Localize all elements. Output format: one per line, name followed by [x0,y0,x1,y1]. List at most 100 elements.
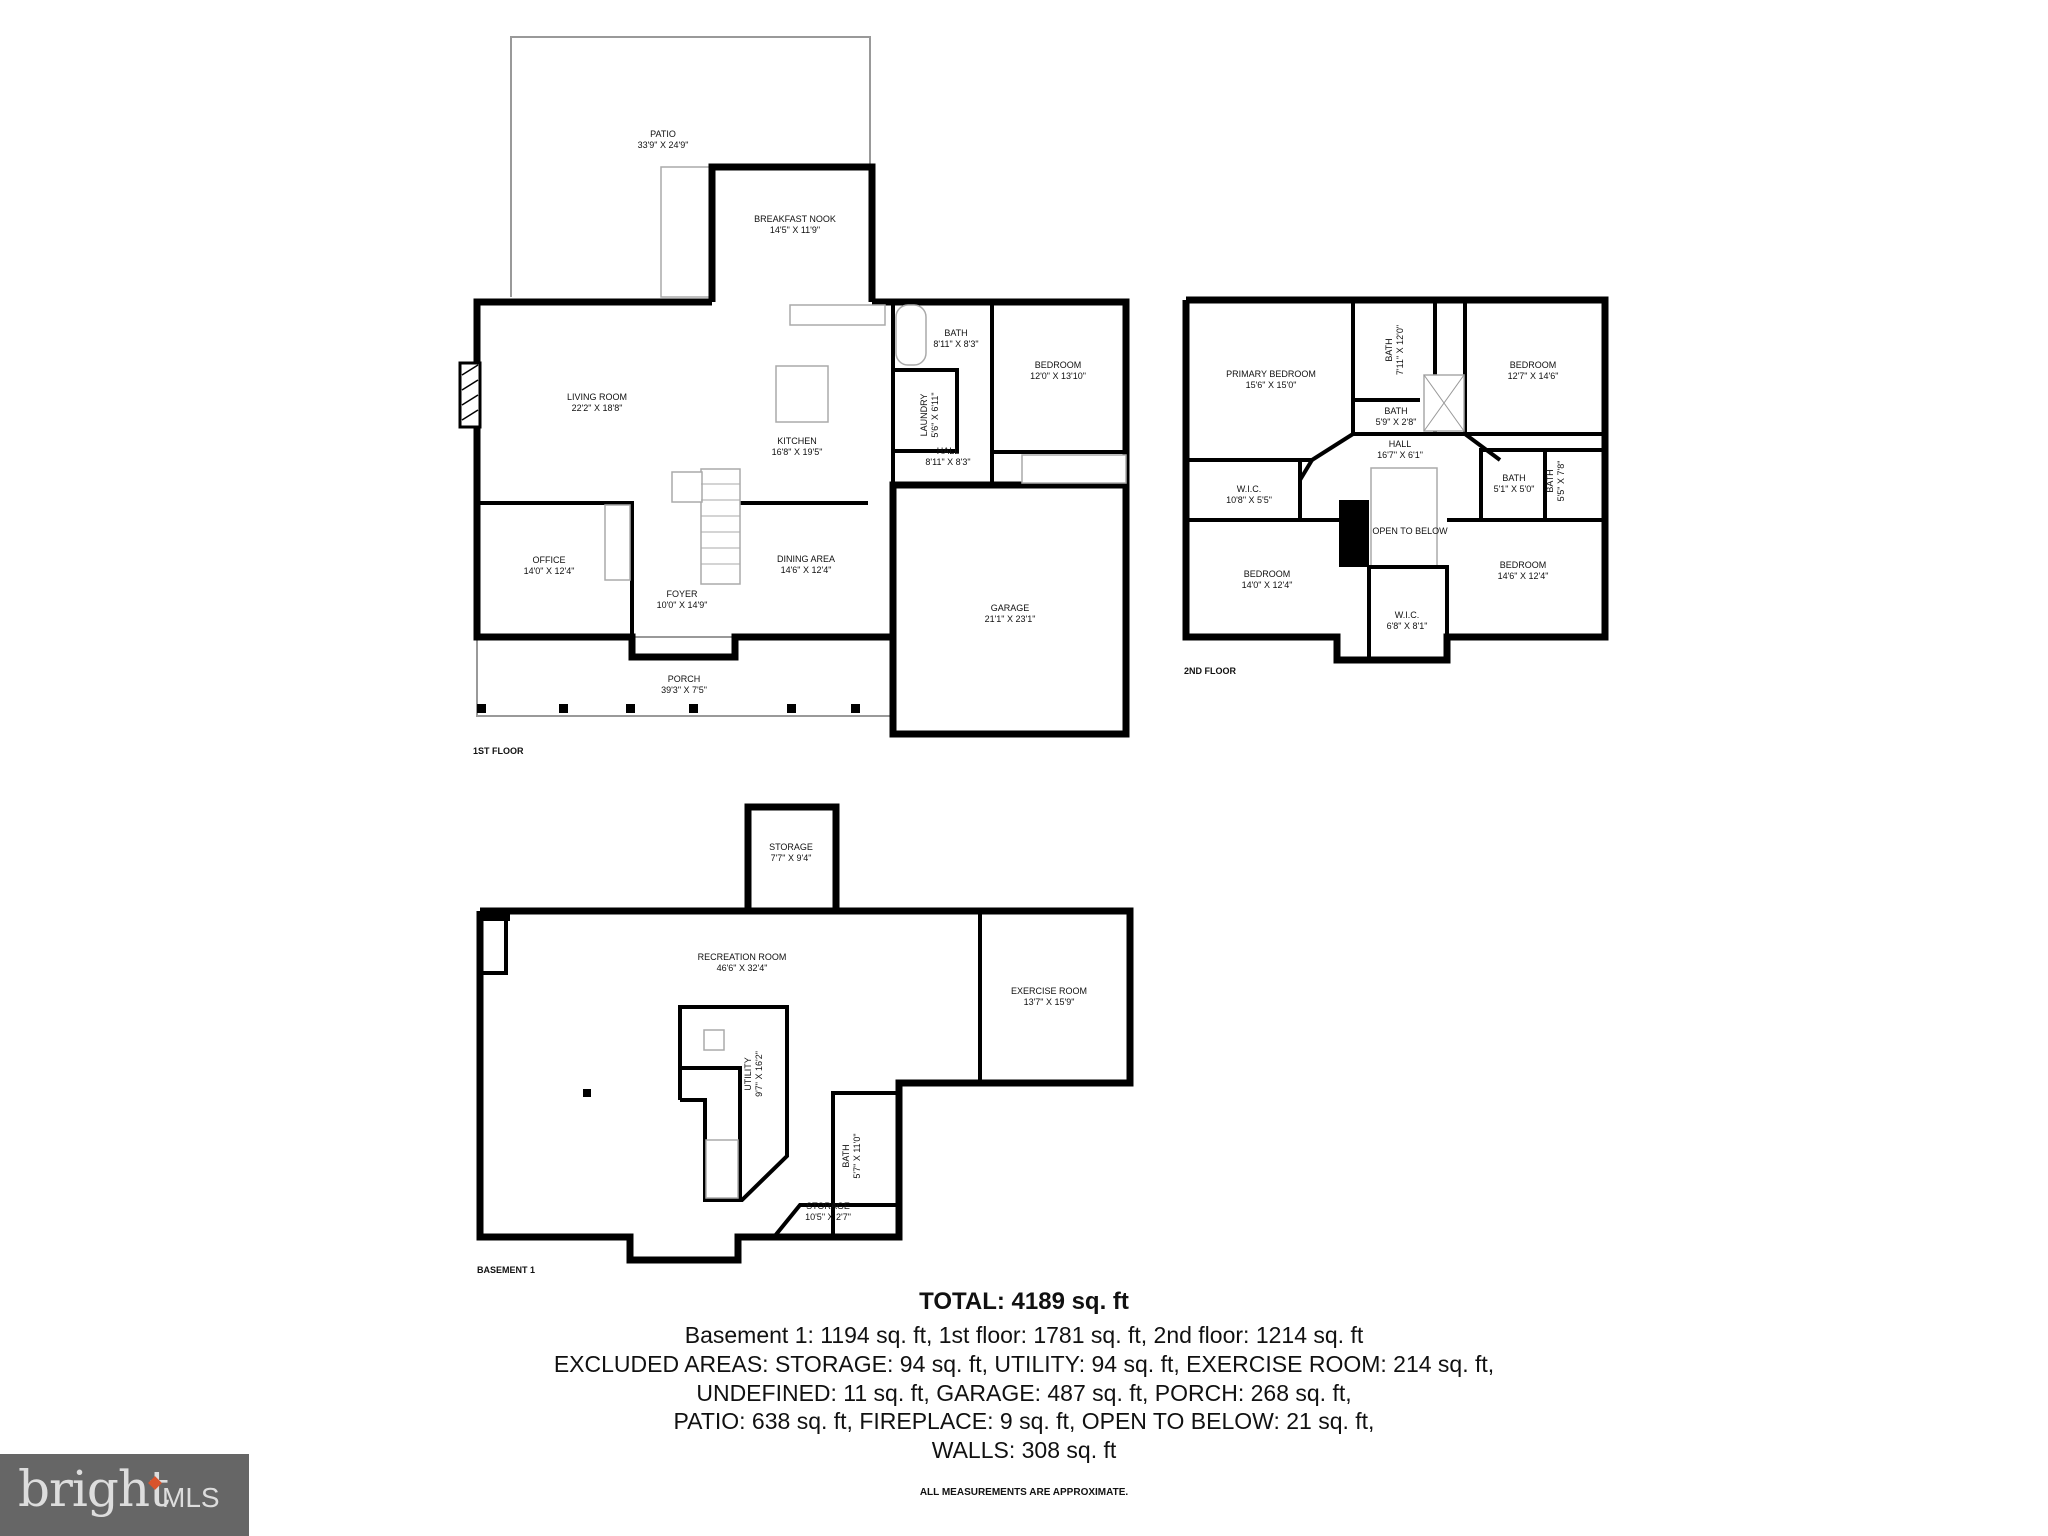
logo-text: bright [18,1460,169,1518]
basement-label: BASEMENT 1 [477,1265,535,1275]
basement-plan [476,803,1134,1264]
bathtub [895,304,927,366]
utility-equipment [703,1029,725,1051]
wic-wall [1369,565,1449,637]
room-dimensions: 5'6" X 6'11" [930,392,940,437]
room-name: BATH [841,1144,851,1167]
room-dimensions: 14'0" X 12'4" [524,566,575,576]
room-dimensions: 7'7" X 9'4" [771,853,812,863]
first-floor-exterior-wall [473,298,893,661]
column [583,1089,591,1097]
room-dimensions: 14'5" X 11'9" [770,225,820,235]
room-name: HALL [1389,439,1412,449]
room-name: LAUNDRY [919,394,929,437]
hall-wall-top [1353,432,1502,462]
fireplace [458,361,482,429]
second-floor-exterior-wall [1182,296,1609,664]
room-dimensions: 21'1" X 23'1" [985,614,1036,624]
room-dimensions: 46'6" X 32'4" [717,963,768,973]
summary-line: WALLS: 308 sq. ft [931,1437,1117,1463]
room-name: GARAGE [991,603,1030,613]
hall-wall [1298,458,1314,482]
summary-line: EXCLUDED AREAS: STORAGE: 94 sq. ft, UTIL… [553,1351,1495,1377]
room-dimensions: 13'7" X 15'9" [1024,997,1075,1007]
room-dimensions: 8'11" X 8'3" [933,339,978,349]
room-dimensions: 22'2" X 18'8" [572,403,623,413]
room-dimensions: 15'6" X 15'0" [1246,380,1297,390]
room-label: W.I.C.10'8" X 5'5" [1226,484,1272,505]
bath-walls [831,1091,899,1237]
second-floor-label: 2ND FLOOR [1184,666,1237,676]
open-to-below-block [1339,500,1369,567]
summary-line: UNDEFINED: 11 sq. ft, GARAGE: 487 sq. ft… [696,1380,1352,1406]
summary-line: PATIO: 638 sq. ft, FIREPLACE: 9 sq. ft, … [673,1408,1375,1434]
room-name: RECREATION ROOM [698,952,787,962]
kitchen-island [775,365,829,423]
stairs-second-floor [1370,467,1438,568]
room-dimensions: 8'11" X 8'3" [925,457,970,467]
room-name: W.I.C. [1237,484,1262,494]
room-name: DINING AREA [777,554,835,564]
room-dimensions: 9'7" X 16'2" [754,1051,764,1097]
bright-mls-logo: bright MLS [0,1454,249,1536]
room-name: BATH [1384,406,1407,416]
room-dimensions: 5'1" X 5'0" [1494,484,1535,494]
room-name: W.I.C. [1395,610,1420,620]
garage-walls [872,298,1130,738]
room-name: OPEN TO BELOW [1372,526,1448,536]
porch-posts [477,704,860,713]
room-dimensions: 14'0" X 12'4" [1242,580,1293,590]
room-name: BATH [1502,473,1525,483]
room-name: PATIO [650,129,676,139]
room-name: BEDROOM [1510,360,1557,370]
room-dimensions: 33'9" X 24'9" [638,140,689,150]
total-area: TOTAL: 4189 sq. ft [919,1288,1129,1315]
room-dimensions: 12'7" X 14'6" [1508,371,1559,381]
room-name: BATH [1545,469,1555,492]
room-name: BEDROOM [1500,560,1547,570]
breakfast-nook-walls [708,163,876,302]
room-label: W.I.C.6'8" X 8'1" [1387,610,1428,631]
bedroom-closet [1021,454,1127,484]
office-wall [477,501,634,637]
utility-inner-wall [680,1066,742,1200]
summary-line: Basement 1: 1194 sq. ft, 1st floor: 1781… [684,1322,1364,1348]
room-dimensions: 10'0" X 14'9" [657,600,708,610]
basement-exterior-wall [476,907,1134,1264]
room-name: PRIMARY BEDROOM [1226,369,1316,379]
storage-walls [744,803,840,911]
room-name: PORCH [668,674,701,684]
room-dimensions: 39'3" X 7'5" [661,685,707,695]
patio-outline [510,36,871,297]
kitchen-counter [789,304,886,326]
logo-suffix: MLS [162,1482,220,1513]
room-name: LIVING ROOM [567,392,627,402]
room-name: BATH [944,328,967,338]
room-dimensions: 16'8" X 19'5" [772,447,823,457]
second-floor-plan [1182,296,1609,664]
closet [604,504,631,581]
